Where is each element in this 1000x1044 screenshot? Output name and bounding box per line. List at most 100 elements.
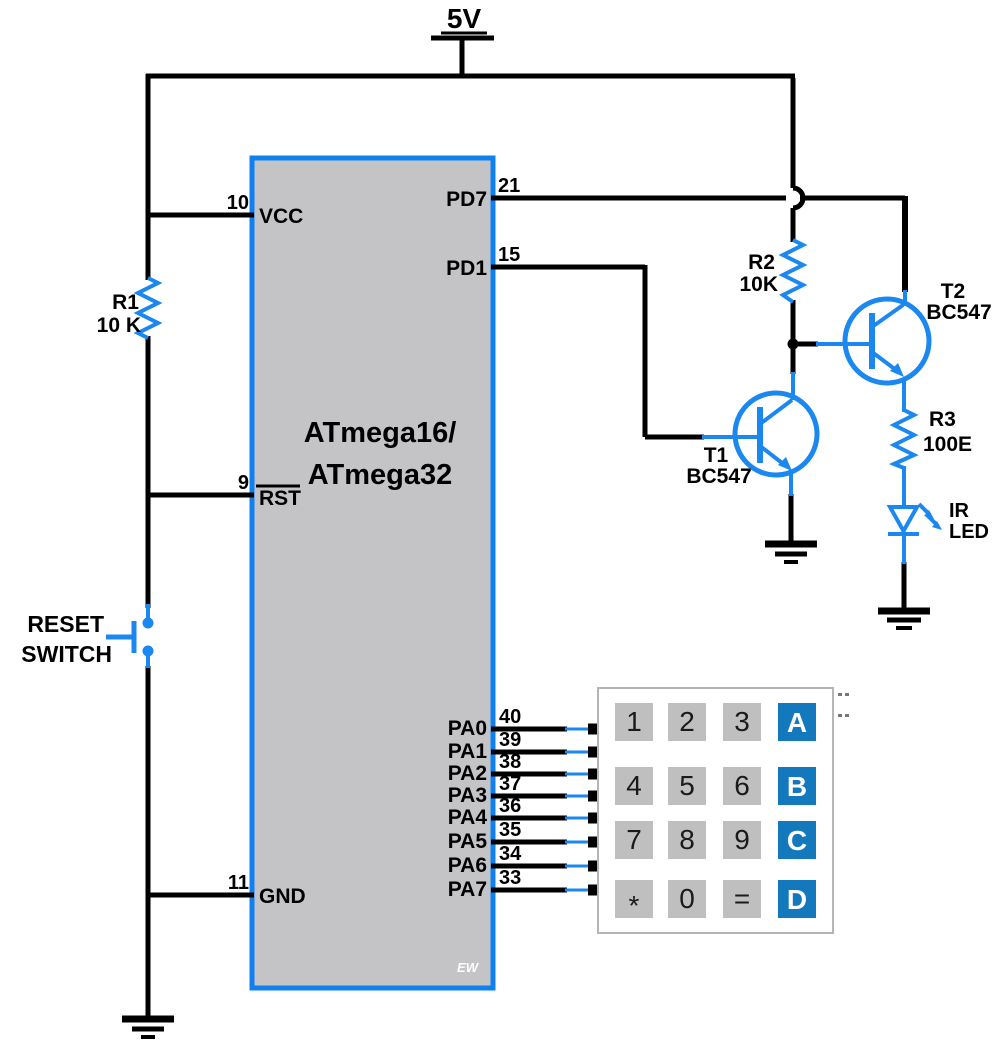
key-c-label: C <box>787 825 807 856</box>
pin-labels: VCC 10 RST 9 GND 11 PD7 21 PD1 15 PA0 40… <box>227 175 522 908</box>
r1-ref-label: R1 <box>112 291 139 314</box>
key-6-label: 6 <box>734 770 750 801</box>
key-6 <box>723 767 761 805</box>
pin-label-pa6: PA6 <box>448 854 487 877</box>
junction-dot <box>787 338 799 350</box>
t1-circle <box>732 390 820 478</box>
key-d <box>778 880 816 918</box>
key-d-label: D <box>787 884 807 915</box>
t1-value-label: BC547 <box>686 465 751 488</box>
r2-ref-label: R2 <box>748 251 775 274</box>
key-a-label: A <box>787 707 807 738</box>
component-labels: R1 10 K R2 10K R3 100E T1 BC547 T2 BC547… <box>21 251 991 667</box>
pin-label-pa7: PA7 <box>448 878 487 901</box>
ir-led-label-line1: IR <box>949 500 970 522</box>
ground-left <box>122 1015 174 1039</box>
pin-label-vcc: VCC <box>259 205 303 228</box>
key-equals-label: = <box>734 883 750 914</box>
pad-pa5 <box>588 836 599 848</box>
pin-label-rst: RST <box>259 487 301 510</box>
keypad-connector-pads <box>588 723 599 896</box>
key-star-label: * <box>629 890 640 921</box>
key-0 <box>668 880 706 918</box>
pad-pa2 <box>588 768 599 780</box>
key-3 <box>723 703 761 741</box>
t2-value-label: BC547 <box>926 301 991 324</box>
resistor-r3-symbol <box>888 408 919 470</box>
ir-led-symbol <box>886 466 942 564</box>
switch-contact-bottom <box>142 645 154 657</box>
key-3-label: 3 <box>734 706 750 737</box>
pin-number-pa5: 35 <box>499 819 521 841</box>
pad-pa6 <box>588 860 599 872</box>
port-a-blue-stubs <box>565 727 589 892</box>
ground-t1 <box>765 540 817 564</box>
chip-title-line1: ATmega16/ <box>304 417 457 449</box>
ground-led <box>878 607 930 630</box>
pin-label-pa1: PA1 <box>448 740 488 763</box>
key-8 <box>668 821 706 859</box>
chip-title-line2: ATmega32 <box>308 459 453 491</box>
key-b <box>778 767 816 805</box>
chip-body <box>249 155 496 991</box>
resistor-r1-symbol <box>133 276 163 340</box>
t2-emitter-arrow <box>890 363 904 377</box>
reset-switch-label-line1: RESET <box>27 611 104 637</box>
key-1-label: 1 <box>626 706 642 737</box>
led-emission-arrowhead-2 <box>932 521 942 530</box>
key-0-label: 0 <box>679 883 695 914</box>
resistors <box>133 238 919 470</box>
t2-circle <box>842 296 932 386</box>
power-5v-symbol: 5V <box>431 3 494 78</box>
transistor-t1 <box>702 372 820 496</box>
pad-pa4 <box>588 812 599 824</box>
key-c <box>778 821 816 859</box>
key-equals <box>723 880 761 918</box>
r1-value-label: 10 K <box>97 314 141 337</box>
pin-number-pa0: 40 <box>499 706 521 728</box>
pin-number-pa1: 39 <box>499 729 521 751</box>
pin-number-pa3: 37 <box>499 773 521 795</box>
pin-label-pa2: PA2 <box>448 762 487 785</box>
led-triangle <box>886 505 921 536</box>
key-4-label: 4 <box>626 770 642 801</box>
key-8-label: 8 <box>679 824 695 855</box>
key-2-label: 2 <box>679 706 695 737</box>
t1-ref-label: T1 <box>704 444 729 467</box>
pin-number-pd7: 21 <box>498 175 520 197</box>
resistor-r2-symbol <box>778 238 808 304</box>
transistor-t2 <box>816 290 932 412</box>
pin-number-pa2: 38 <box>499 751 521 773</box>
switch-contact-top <box>142 617 154 629</box>
ir-led-label-line2: LED <box>949 521 989 543</box>
microcontroller-chip: ATmega16/ ATmega32 EW <box>249 155 496 991</box>
key-star <box>615 880 653 918</box>
reset-switch-symbol <box>106 604 154 668</box>
pin-label-gnd: GND <box>259 885 306 908</box>
key-9 <box>723 821 761 859</box>
key-4 <box>615 767 653 805</box>
key-9-label: 9 <box>734 824 750 855</box>
pin-label-pa3: PA3 <box>448 784 487 807</box>
wire-hop-over <box>792 185 806 211</box>
key-a <box>778 703 816 741</box>
pin-label-pa0: PA0 <box>448 717 487 740</box>
pin-number-gnd: 11 <box>228 872 249 894</box>
pin-number-pd1: 15 <box>498 244 520 266</box>
r3-value-label: 100E <box>923 433 972 456</box>
port-a-wires <box>491 726 567 893</box>
key-7 <box>615 821 653 859</box>
t2-ref-label: T2 <box>941 280 966 303</box>
power-label: 5V <box>447 3 482 34</box>
pin-number-pa7: 33 <box>499 867 521 889</box>
pin-label-pa5: PA5 <box>448 830 488 853</box>
key-5 <box>668 767 706 805</box>
t1-emitter-arrow <box>778 457 792 471</box>
key-1 <box>615 703 653 741</box>
pin-label-pa4: PA4 <box>448 806 488 829</box>
key-b-label: B <box>787 771 807 802</box>
keypad: 1 2 3 A 4 5 6 B 7 8 9 C * 0 = D <box>597 687 849 934</box>
pin-number-rst: 9 <box>238 472 249 494</box>
